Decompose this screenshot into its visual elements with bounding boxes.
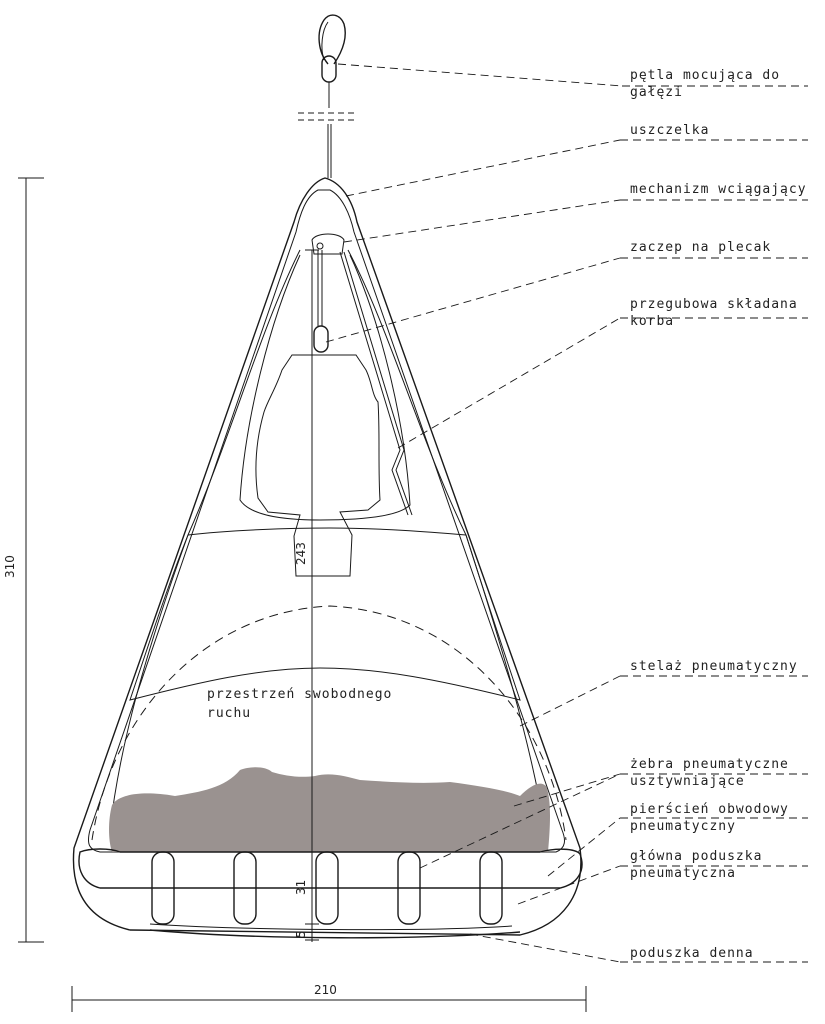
- label-ribs-line2: usztywniające: [630, 774, 745, 789]
- label-ring-line1: pierścień obwodowy: [630, 802, 789, 817]
- dim-cushion-height: 31: [294, 880, 308, 895]
- inner-shell: [87, 189, 565, 853]
- label-frame: stelaż pneumatyczny: [630, 659, 798, 674]
- callout-labels: pętla mocująca do gałęzi uszczelka mecha…: [630, 68, 807, 961]
- label-backpack-hook: zaczep na plecak: [630, 240, 771, 255]
- label-ribs-line1: żebra pneumatyczne: [630, 757, 789, 772]
- base-cushion: [149, 929, 521, 939]
- height-dimension: 310: [3, 177, 44, 943]
- winch-mechanism: [311, 233, 413, 516]
- label-crank-line1: przegubowa składana: [630, 297, 798, 312]
- hanging-loop: [298, 14, 358, 178]
- label-base-cushion: poduszka denna: [630, 946, 754, 961]
- backpack-outline: [255, 354, 381, 577]
- label-seal: uszczelka: [630, 123, 709, 138]
- dim-inner-height: 243: [294, 542, 308, 565]
- label-hanging-loop-line1: pętla mocująca do: [630, 68, 780, 83]
- person-silhouette: [109, 767, 550, 852]
- inner-dimension: 243 31 5: [294, 249, 319, 942]
- label-free-space-line2: ruchu: [207, 706, 251, 721]
- pneumatic-ribs: [151, 851, 503, 925]
- pneumatic-ring: [78, 848, 583, 889]
- label-crank-line2: korba: [630, 314, 674, 329]
- dim-total-height: 310: [3, 555, 17, 578]
- dim-base-height: 5: [294, 930, 308, 938]
- free-space-dome: [91, 605, 567, 841]
- leader-lines: [325, 63, 808, 963]
- label-hanging-loop-line2: gałęzi: [630, 85, 683, 100]
- width-dimension: 210: [71, 983, 587, 1012]
- label-winch: mechanizm wciągający: [630, 182, 807, 197]
- label-main-cushion-line1: główna poduszka: [630, 849, 762, 864]
- label-free-space-line1: przestrzeń swobodnego: [207, 687, 392, 702]
- outer-shell: [72, 177, 582, 936]
- label-ring-line2: pneumatyczny: [630, 819, 736, 834]
- dim-total-width: 210: [314, 983, 337, 997]
- label-main-cushion-line2: pneumatyczna: [630, 866, 736, 881]
